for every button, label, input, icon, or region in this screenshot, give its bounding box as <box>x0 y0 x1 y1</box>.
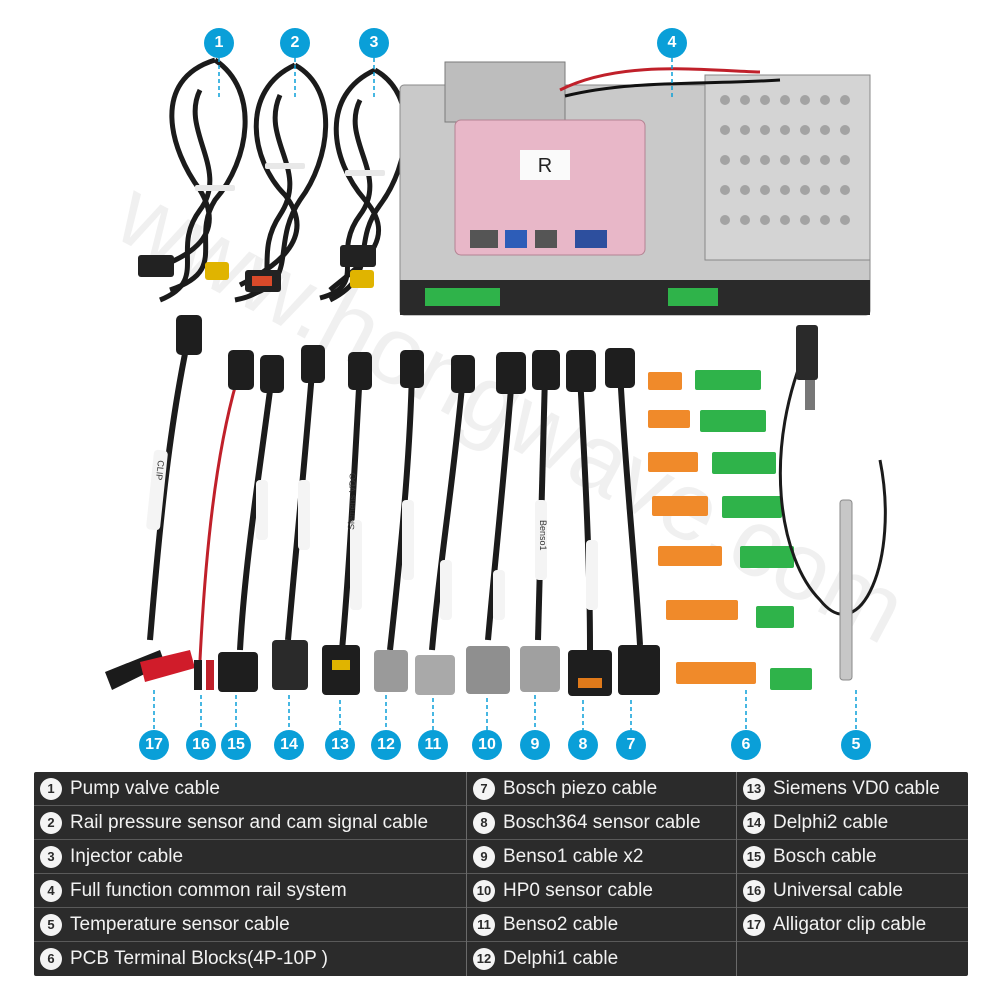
legend-number: 9 <box>473 845 495 868</box>
legend-number: 13 <box>743 777 765 800</box>
callout-10: 10 <box>472 730 502 760</box>
legend-item: 17 Alligator clip cable <box>737 908 968 942</box>
legend-label: Siemens VD0 cable <box>773 777 940 799</box>
legend-item: 16 Universal cable <box>737 874 968 908</box>
callout-3: 3 <box>359 28 389 58</box>
product-illustration: www.hongwave.com R <box>99 57 923 730</box>
legend-item: 15 Bosch cable <box>737 840 968 874</box>
legend-label: Benso2 cable <box>503 913 619 935</box>
legend-number: 3 <box>40 845 62 868</box>
callout-16: 16 <box>186 730 216 760</box>
legend-label: Universal cable <box>773 879 903 901</box>
legend-number: 12 <box>473 947 495 970</box>
cable-labels: CLIP Siemens VDO Benso1 <box>154 460 548 551</box>
cable-sleeves <box>146 449 598 620</box>
legend-label: Injector cable <box>70 845 184 867</box>
legend-label: HP0 sensor cable <box>503 879 653 901</box>
legend-number: 6 <box>40 947 62 970</box>
legend-label: Benso1 cable x2 <box>503 845 644 867</box>
callout-12: 12 <box>371 730 401 760</box>
legend-item: 12 Delphi1 cable <box>467 942 736 975</box>
legend-column-1: 1 Pump valve cable 2 Rail pressure sensor … <box>34 772 466 976</box>
legend-item: 2 Rail pressure sensor and cam signal cab… <box>34 806 466 840</box>
legend-item-empty <box>737 942 968 975</box>
callout-4: 4 <box>657 28 687 58</box>
legend-number: 11 <box>473 913 495 936</box>
legend-column-2: 7 Bosch piezo cable 8 Bosch364 sensor cabl… <box>467 772 736 976</box>
callout-7: 7 <box>616 730 646 760</box>
benso-cable-label: Benso1 <box>538 520 548 551</box>
coil-ties <box>195 163 385 191</box>
legend-number: 14 <box>743 811 765 834</box>
temperature-sensor <box>778 325 887 681</box>
alligator-clips <box>105 650 195 690</box>
callout-2: 2 <box>280 28 310 58</box>
legend-item: 6 PCB Terminal Blocks(4P-10P ) <box>34 942 466 975</box>
callout-15: 15 <box>221 730 251 760</box>
product-photo: www.hongwave.com R <box>99 28 923 760</box>
legend-column-3: 13 Siemens VD0 cable 14 Delphi2 cable 15 Bo… <box>737 772 968 976</box>
legend-item: 1 Pump valve cable <box>34 772 466 806</box>
callout-8: 8 <box>568 730 598 760</box>
legend-item: 14 Delphi2 cable <box>737 806 968 840</box>
siemens-cable-label: Siemens VDO <box>346 473 358 530</box>
callout-6: 6 <box>731 730 761 760</box>
legend-label: PCB Terminal Blocks(4P-10P ) <box>70 947 329 969</box>
callout-13: 13 <box>325 730 355 760</box>
legend-number: 4 <box>40 879 62 902</box>
legend-label: Delphi1 cable <box>503 947 619 969</box>
legend-label: Bosch piezo cable <box>503 777 658 799</box>
legend-number: 17 <box>743 913 765 936</box>
connector-heads <box>194 640 660 696</box>
callout-9: 9 <box>520 730 550 760</box>
leader-lines <box>153 58 857 730</box>
legend-number: 8 <box>473 811 495 834</box>
legend-number: 7 <box>473 777 495 800</box>
legend-item: 3 Injector cable <box>34 840 466 874</box>
legend-label: Bosch cable <box>773 845 877 867</box>
callout-1: 1 <box>204 28 234 58</box>
legend-label: Rail pressure sensor and cam signal cabl… <box>70 811 429 833</box>
legend-number: 5 <box>40 913 62 936</box>
legend-label: Temperature sensor cable <box>70 913 290 935</box>
legend-number: 16 <box>743 879 765 902</box>
legend-item: 8 Bosch364 sensor cable <box>467 806 736 840</box>
legend-label: Bosch364 sensor cable <box>503 811 701 833</box>
coil-connectors <box>138 245 376 292</box>
callout-14: 14 <box>274 730 304 760</box>
common-rail-system-unit: R <box>399 61 871 316</box>
legend-item: 10 HP0 sensor cable <box>467 874 736 908</box>
pcb-terminal-blocks <box>648 370 812 690</box>
legend-item: 4 Full function common rail system <box>34 874 466 908</box>
legend-label: Full function common rail system <box>70 879 347 901</box>
clip-cable-label: CLIP <box>154 460 166 481</box>
legend-number: 1 <box>40 777 62 800</box>
legend-label: Alligator clip cable <box>773 913 927 935</box>
legend-item: 11 Benso2 cable <box>467 908 736 942</box>
legend-item: 5 Temperature sensor cable <box>34 908 466 942</box>
legend-label: Delphi2 cable <box>773 811 889 833</box>
legend-label: Pump valve cable <box>70 777 220 799</box>
legend-number: 15 <box>743 845 765 868</box>
adapter-cable-tops <box>176 315 635 394</box>
legend-table: 1 Pump valve cable 2 Rail pressure sensor … <box>34 772 968 976</box>
callout-5: 5 <box>841 730 871 760</box>
legend-number: 2 <box>40 811 62 834</box>
case-label: R <box>538 155 552 177</box>
legend-number: 10 <box>473 879 495 902</box>
legend-item: 9 Benso1 cable x2 <box>467 840 736 874</box>
callout-11: 11 <box>418 730 448 760</box>
callout-17: 17 <box>139 730 169 760</box>
legend-item: 7 Bosch piezo cable <box>467 772 736 806</box>
legend-item: 13 Siemens VD0 cable <box>737 772 968 806</box>
